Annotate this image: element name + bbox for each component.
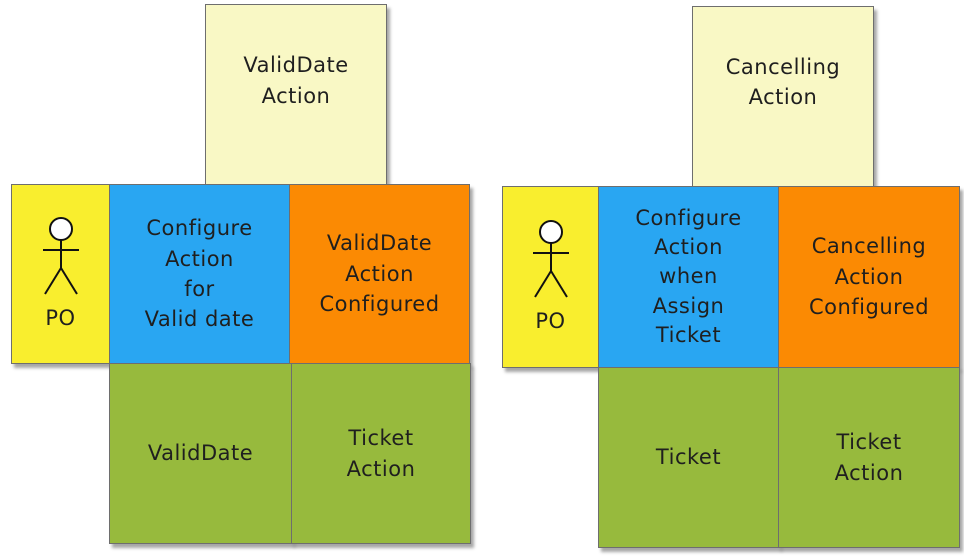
left-actor-card: PO: [11, 184, 110, 364]
right-actor-label: PO: [535, 309, 566, 334]
right-command-text: Configure Action when Assign Ticket: [635, 205, 742, 348]
right-event-note: Cancelling Action Configured: [778, 186, 960, 368]
left-actor-label: PO: [45, 306, 76, 331]
left-command-text: Configure Action for Valid date: [144, 216, 255, 332]
right-policy-text: Ticket Action: [834, 430, 904, 485]
right-aggregate-note: Ticket: [598, 367, 779, 548]
actor-icon: [532, 220, 569, 298]
left-event-text: ValidDate Action Configured: [319, 231, 440, 317]
right-top-note: Cancelling Action: [692, 6, 874, 188]
right-top-note-text: Cancelling Action: [725, 54, 841, 109]
left-aggregate-text: ValidDate: [147, 441, 254, 466]
right-actor-card: PO: [502, 186, 599, 368]
right-policy-note: Ticket Action: [778, 367, 960, 548]
left-event-note: ValidDate Action Configured: [289, 184, 470, 364]
right-event-text: Cancelling Action Configured: [808, 234, 930, 320]
left-aggregate-note: ValidDate: [109, 363, 292, 544]
left-top-note: ValidDate Action: [205, 4, 387, 187]
left-top-note-text: ValidDate Action: [243, 53, 349, 108]
actor-icon: [42, 217, 79, 295]
right-command-note: Configure Action when Assign Ticket: [598, 186, 779, 368]
left-command-note: Configure Action for Valid date: [109, 184, 290, 364]
left-policy-text: Ticket Action: [346, 426, 416, 481]
right-aggregate-text: Ticket: [655, 445, 722, 470]
left-policy-note: Ticket Action: [291, 363, 471, 544]
